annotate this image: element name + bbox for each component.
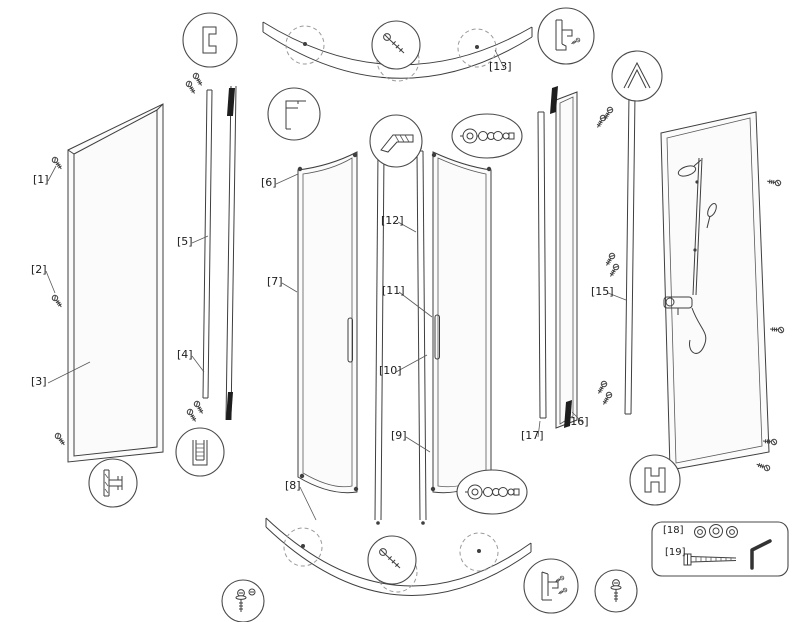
part-label-19: [19] xyxy=(665,547,686,558)
part-label-16: [16] xyxy=(566,415,589,428)
corner-profile-detail xyxy=(267,87,321,141)
seal-profile-4 xyxy=(225,85,237,421)
hardware-box xyxy=(651,521,789,577)
side-panel-right xyxy=(660,111,770,471)
part-label-11: [11] xyxy=(382,284,405,297)
side-panel-left xyxy=(67,103,164,463)
screw-icon xyxy=(595,379,609,396)
part-label-1: [1] xyxy=(33,173,49,186)
screw-icon xyxy=(50,293,65,310)
part-label-12: [12] xyxy=(381,214,404,227)
roller-assembly-detail-top xyxy=(451,113,523,159)
profile-section-detail-top xyxy=(182,12,238,68)
part-label-18: [18] xyxy=(663,525,684,536)
part-label-17: [17] xyxy=(521,429,544,442)
wall-profile-5 xyxy=(202,89,213,399)
corner-angle-detail xyxy=(611,50,663,102)
shower-set xyxy=(663,157,717,354)
bottom-curved-rail xyxy=(265,517,532,596)
allen-key-icon xyxy=(750,539,772,570)
screw-icon xyxy=(191,71,205,88)
screws-detail-bottom-left xyxy=(221,579,265,622)
screw-icon xyxy=(185,407,199,424)
center-stile-left xyxy=(374,146,385,525)
h-bracket-detail xyxy=(629,454,681,506)
channel-section-detail xyxy=(175,427,225,477)
part-label-8: [8] xyxy=(285,479,301,492)
fixed-panel-16 xyxy=(550,86,578,429)
screw-washer-detail xyxy=(594,569,638,613)
rail-screw-detail-bottom xyxy=(367,535,417,585)
screw-icon xyxy=(184,79,198,96)
part-label-10: [10] xyxy=(379,364,402,377)
screw-icon xyxy=(766,177,782,187)
part-label-13: [13] xyxy=(489,60,512,73)
screw-icon xyxy=(600,390,614,407)
center-stile-right xyxy=(416,146,427,525)
part-label-7: [7] xyxy=(267,275,283,288)
glass-strip-17 xyxy=(537,111,547,419)
wall-profile-15 xyxy=(624,93,636,415)
curved-door-left xyxy=(297,151,359,494)
screw-icon xyxy=(50,155,65,172)
curved-door-right xyxy=(430,151,492,494)
part-label-15: [15] xyxy=(591,285,614,298)
wall-bracket-detail-top xyxy=(537,7,595,65)
profile-section-detail-bottom-left xyxy=(88,458,138,508)
part-label-5: [5] xyxy=(177,235,193,248)
part-label-9: [9] xyxy=(391,429,407,442)
roller-assembly-detail-bottom xyxy=(456,469,528,515)
part-label-6: [6] xyxy=(261,176,277,189)
screw-icon xyxy=(769,325,785,334)
part-label-4: [4] xyxy=(177,348,193,361)
part-label-2: [2] xyxy=(31,263,47,276)
wall-bracket-detail-bottom xyxy=(523,558,579,614)
rail-screw-detail-top xyxy=(371,20,421,70)
screw-icon xyxy=(607,262,621,279)
folded-profile-detail xyxy=(369,114,423,168)
screw-icon xyxy=(192,399,206,416)
leader-lines xyxy=(45,49,627,521)
screw-icon xyxy=(755,461,771,472)
screw-icon xyxy=(53,431,68,448)
part-label-3: [3] xyxy=(31,375,47,388)
